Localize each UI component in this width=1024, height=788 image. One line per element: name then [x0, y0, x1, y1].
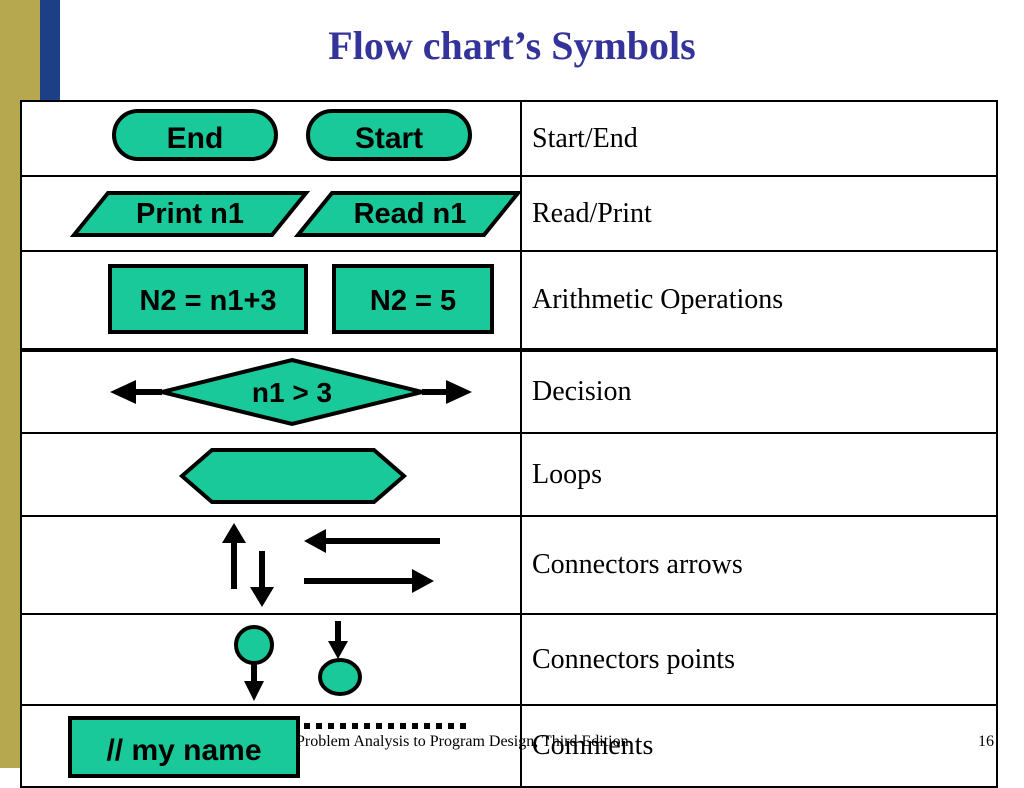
slide-title: Flow chart’s Symbols [328, 23, 696, 68]
label-connector-points: Connectors points [520, 613, 998, 706]
terminal-start-shape [306, 109, 472, 161]
loop-shape-group [178, 448, 408, 504]
label-loops: Loops [520, 432, 998, 517]
process-n2-n1-shape [108, 264, 308, 334]
label-start-end: Start/End [520, 100, 998, 177]
shape-cell-connector-points [20, 613, 522, 706]
connector-point-bottom [318, 658, 362, 696]
shape-cell-decision: n1 > 3 [20, 350, 522, 434]
connector-in-arrowhead [328, 641, 348, 659]
table-row: Print n1 Read n1 Read/Print [20, 175, 998, 252]
table-row: Loops [20, 432, 998, 517]
terminal-start-text: Start [355, 122, 423, 155]
symbols-table-bottom: n1 > 3 Decision Loops [20, 350, 998, 788]
table-row: Connectors arrows [20, 515, 998, 615]
table-row: Connectors points [20, 613, 998, 706]
comment-shape-group: // my name [68, 716, 472, 778]
down-arrow-head [250, 587, 274, 607]
comment-box [68, 716, 300, 778]
decision-right-arrowhead [446, 380, 472, 404]
right-arrow-head [412, 569, 434, 593]
decision-diamond [161, 357, 423, 427]
symbols-table-top: End Start Start/End Print n1 Read n1 Rea… [20, 100, 998, 350]
io-shapes: Print n1 Read n1 [69, 191, 520, 237]
io-print-text: Print n1 [136, 198, 244, 230]
connector-point-top [234, 625, 274, 665]
process-shapes: N2 = n1+3 N2 = 5 [108, 264, 494, 334]
decision-left-arrowhead [110, 380, 136, 404]
process-n2-n1-text: N2 = n1+3 [139, 285, 276, 317]
footer-page-number: 16 [978, 733, 994, 750]
decision-shape-group: n1 > 3 [110, 357, 472, 427]
decision-text: n1 > 3 [252, 377, 332, 408]
process-n2-5-text: N2 = 5 [370, 285, 456, 317]
label-arithmetic: Arithmetic Operations [520, 250, 998, 350]
label-connector-arrows: Connectors arrows [520, 515, 998, 615]
footer-book-title: Problem Analysis to Program Design, Thir… [296, 733, 629, 750]
shape-cell-start-end: End Start [20, 100, 522, 177]
table-row: End Start Start/End [20, 100, 998, 177]
shape-cell-loops [20, 432, 522, 517]
up-arrow-head [222, 523, 246, 543]
io-read-text: Read n1 [354, 198, 467, 230]
shape-cell-arithmetic: N2 = n1+3 N2 = 5 [20, 250, 522, 350]
table-row: N2 = n1+3 N2 = 5 Arithmetic Operations [20, 250, 998, 350]
terminal-shapes: End Start [112, 109, 472, 161]
io-read-shape [293, 191, 520, 237]
io-print-shape [69, 191, 311, 237]
comment-text: // my name [106, 734, 261, 767]
table-row: n1 > 3 Decision [20, 350, 998, 434]
shape-cell-read-print: Print n1 Read n1 [20, 175, 522, 252]
left-arrow-head [304, 529, 326, 553]
loop-hexagon [178, 448, 408, 504]
process-n2-5-shape [332, 264, 494, 334]
connector-arrows-group [222, 523, 440, 607]
connector-points-group [234, 621, 362, 701]
terminal-end-text: End [167, 122, 224, 155]
label-decision: Decision [520, 350, 998, 434]
shape-cell-connector-arrows [20, 515, 522, 615]
terminal-end-shape [112, 109, 278, 161]
connector-out-arrowhead [244, 681, 264, 701]
label-read-print: Read/Print [520, 175, 998, 252]
